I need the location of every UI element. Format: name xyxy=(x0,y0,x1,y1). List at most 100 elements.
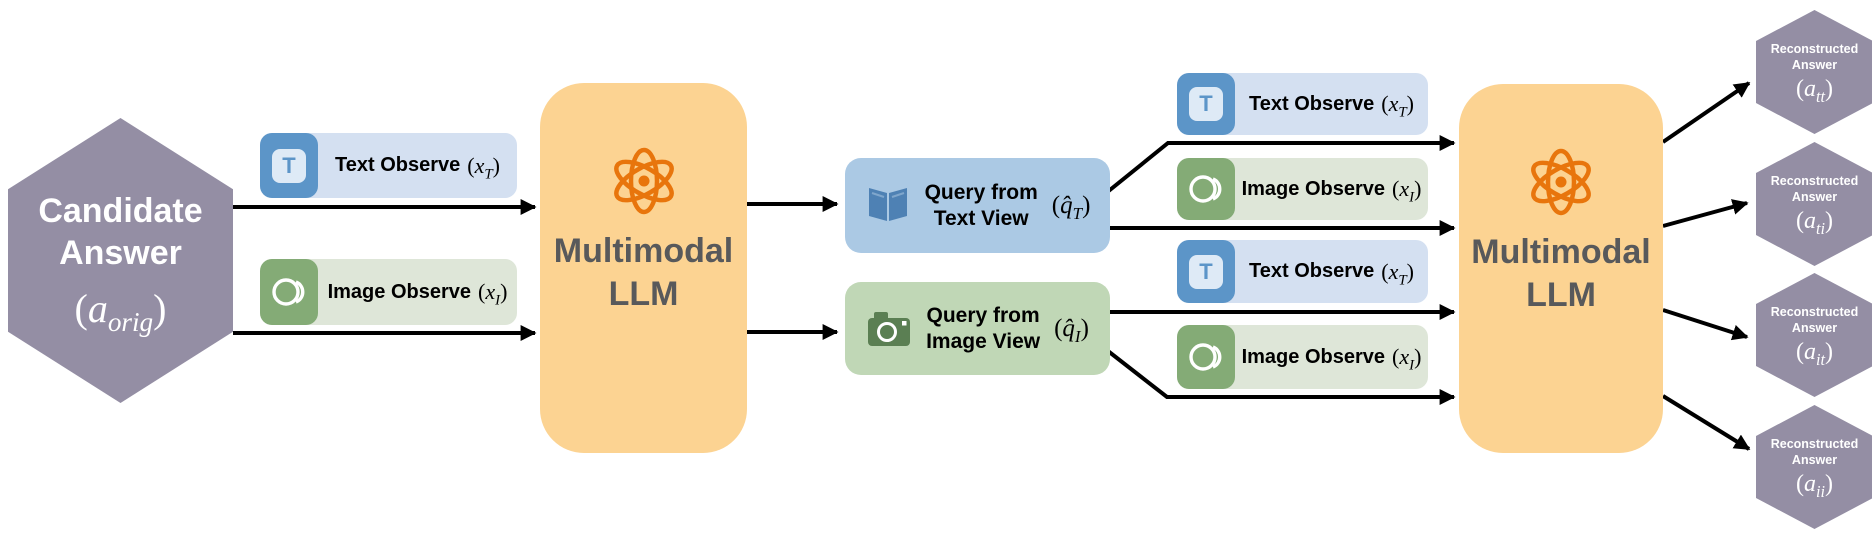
paren-open: ( xyxy=(74,285,88,331)
text-observe-box-left: T Text Observe (xT) xyxy=(260,133,517,198)
llm-title-line2: LLM xyxy=(1526,275,1596,314)
paren-close: ) xyxy=(1406,91,1414,116)
text-observe-box-row3: T Text Observe (xT) xyxy=(1177,240,1428,303)
multimodal-llm-box-1: Multimodal LLM xyxy=(540,83,747,453)
eye-icon xyxy=(1177,158,1235,220)
reconstructed-title: Reconstructed Answer xyxy=(1771,436,1859,469)
math-base: x xyxy=(474,152,485,178)
query-label-line2: Image View xyxy=(926,329,1041,353)
reconstructed-title: Reconstructed Answer xyxy=(1771,173,1859,206)
candidate-answer-symbol: (aorig) xyxy=(74,285,167,336)
paren-close: ) xyxy=(1414,176,1422,201)
paren-open: ( xyxy=(1392,176,1400,201)
paren-close: ) xyxy=(1406,258,1414,284)
arrow-qtext-textobserve-to-llm2 xyxy=(1088,135,1456,208)
math-base: q̂ xyxy=(1062,314,1075,342)
math-subscript: orig xyxy=(107,306,154,337)
text-observe-box-row1: T Text Observe (xT) xyxy=(1177,73,1428,135)
image-observe-label: Image Observe (xI) xyxy=(318,259,517,325)
paren-open: ( xyxy=(1381,258,1389,284)
arrow-llm2-to-ait xyxy=(1662,308,1749,341)
query-label-line2: Text View xyxy=(933,206,1029,230)
math-base: a xyxy=(1803,339,1816,366)
book-icon xyxy=(868,187,907,221)
text-icon-letter: T xyxy=(1189,254,1223,289)
eye-icon-glyph xyxy=(1189,175,1222,203)
paren-open: ( xyxy=(478,279,486,304)
math-subscript: T xyxy=(1398,271,1407,288)
arrow-llm2-to-ati xyxy=(1662,199,1749,228)
math-base: x xyxy=(1388,258,1399,284)
query-image-symbol: (q̂I) xyxy=(1054,314,1089,346)
reconstructed-title: Reconstructed Answer xyxy=(1771,304,1859,337)
reconstructed-title: Reconstructed Answer xyxy=(1771,41,1859,74)
paren-close: ) xyxy=(1080,314,1089,342)
paren-open: ( xyxy=(1795,76,1804,103)
math-base: x xyxy=(1388,91,1399,116)
observe-label-text: Image Observe xyxy=(327,280,471,303)
paren-close: ) xyxy=(500,279,508,304)
reconstructed-symbol: (aii) xyxy=(1795,471,1833,502)
paren-open: ( xyxy=(1795,208,1804,235)
math-subscript: ii xyxy=(1815,482,1826,502)
math-base: q̂ xyxy=(1060,191,1073,219)
paren-open: ( xyxy=(467,152,475,178)
llm-title-line1: Multimodal xyxy=(553,232,734,270)
reconstructed-title-line2: Answer xyxy=(1791,58,1838,72)
image-observe-box-row4: Image Observe (xI) xyxy=(1177,325,1428,389)
reconstructed-title-line2: Answer xyxy=(1791,453,1838,467)
candidate-title-line1: Candidate xyxy=(38,191,203,230)
paren-close: ) xyxy=(1082,191,1091,219)
reconstructed-symbol: (att) xyxy=(1795,76,1833,107)
text-icon: T xyxy=(260,133,318,198)
paren-close: ) xyxy=(492,152,500,178)
paren-open: ( xyxy=(1795,339,1804,366)
text-observe-label: Text Observe (xT) xyxy=(1235,73,1428,135)
math-subscript: I xyxy=(1074,326,1081,346)
image-observe-box-row2: Image Observe (xI) xyxy=(1177,158,1428,220)
eye-icon-glyph xyxy=(1189,343,1222,371)
paren-open: ( xyxy=(1795,471,1804,498)
llm-title: Multimodal LLM xyxy=(1471,231,1650,316)
math-subscript: I xyxy=(1409,189,1415,206)
camera-icon xyxy=(868,311,911,346)
candidate-answer-node: Candidate Answer (aorig) xyxy=(8,118,233,403)
paren-close: ) xyxy=(1825,339,1834,366)
text-observe-label: Text Observe (xT) xyxy=(1235,240,1428,303)
text-icon-letter: T xyxy=(272,148,306,183)
reconstructed-title-line1: Reconstructed xyxy=(1770,173,1859,188)
math-subscript: ti xyxy=(1815,219,1826,239)
query-label-line1: Query from xyxy=(926,304,1040,328)
observe-label-text: Text Observe xyxy=(335,154,461,176)
observe-symbol: (xT) xyxy=(467,152,500,182)
eye-icon xyxy=(260,259,318,325)
paren-close: ) xyxy=(1825,208,1834,235)
observe-label-text: Text Observe xyxy=(1249,92,1375,115)
observe-symbol: (xT) xyxy=(1381,258,1414,288)
candidate-answer-title: Candidate Answer xyxy=(38,190,202,275)
eye-icon-glyph xyxy=(272,278,305,306)
query-image-label: Query from Image View xyxy=(926,303,1040,353)
observe-symbol: (xI) xyxy=(1392,176,1422,206)
math-subscript: T xyxy=(484,165,493,182)
text-icon-letter: T xyxy=(1189,87,1223,121)
math-base: x xyxy=(1399,344,1410,369)
observe-symbol: (xT) xyxy=(1381,91,1414,121)
math-base: a xyxy=(1803,471,1816,498)
candidate-title-line2: Answer xyxy=(59,234,182,272)
math-subscript: I xyxy=(495,292,501,309)
query-text-symbol: (q̂T) xyxy=(1052,191,1091,222)
llm-title-line1: Multimodal xyxy=(1471,233,1651,271)
paren-open: ( xyxy=(1381,91,1389,116)
text-icon: T xyxy=(1177,240,1235,303)
math-base: a xyxy=(1803,76,1816,103)
image-observe-label: Image Observe (xI) xyxy=(1235,158,1428,220)
reconstructed-title-line1: Reconstructed xyxy=(1770,41,1859,56)
math-base: a xyxy=(1803,208,1816,235)
arrow-llm2-to-aii xyxy=(1661,394,1751,451)
math-subscript: it xyxy=(1815,350,1826,370)
math-subscript: tt xyxy=(1815,87,1826,107)
math-subscript: T xyxy=(1398,104,1407,121)
observe-label-text: Image Observe xyxy=(1241,177,1385,200)
